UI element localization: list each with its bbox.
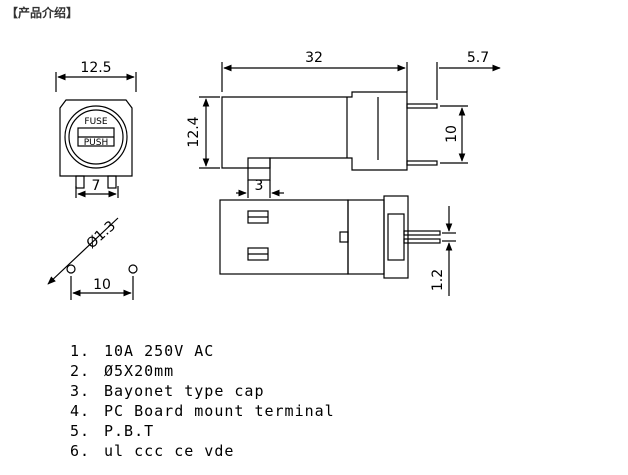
fuse-text: FUSE [84,117,107,127]
pin-offset-label: 1.2 [430,269,446,291]
tab-width-label: 3 [255,178,264,194]
hole-diameter-label: Ø1.3 [84,218,119,252]
spec-list: 1.10A 250V AC 2.Ø5X20mm 3.Bayonet type c… [70,341,335,461]
push-text: PUSH [84,138,109,148]
section-header: 【产品介绍】 [6,6,79,20]
spec-item: 5.P.B.T [70,422,155,440]
spec-item: 6.ul ccc ce vde [70,442,235,460]
length-label: 32 [305,50,323,66]
spec-item: 1.10A 250V AC [70,342,215,360]
pcb-layout [47,217,138,300]
front-pin-spacing-label: 7 [92,178,101,194]
front-width-label: 12.5 [80,60,111,76]
pin-span-label: 10 [444,125,460,143]
spec-item: 3.Bayonet type cap [70,382,265,400]
top-view [219,180,456,296]
side-view [199,62,501,181]
pin-length-label: 5.7 [467,50,489,66]
hole-spacing-label: 10 [93,277,111,293]
spec-item: 2.Ø5X20mm [70,362,175,380]
front-view [55,72,137,198]
height-label: 12.4 [186,116,202,147]
spec-item: 4.PC Board mount terminal [70,402,335,420]
